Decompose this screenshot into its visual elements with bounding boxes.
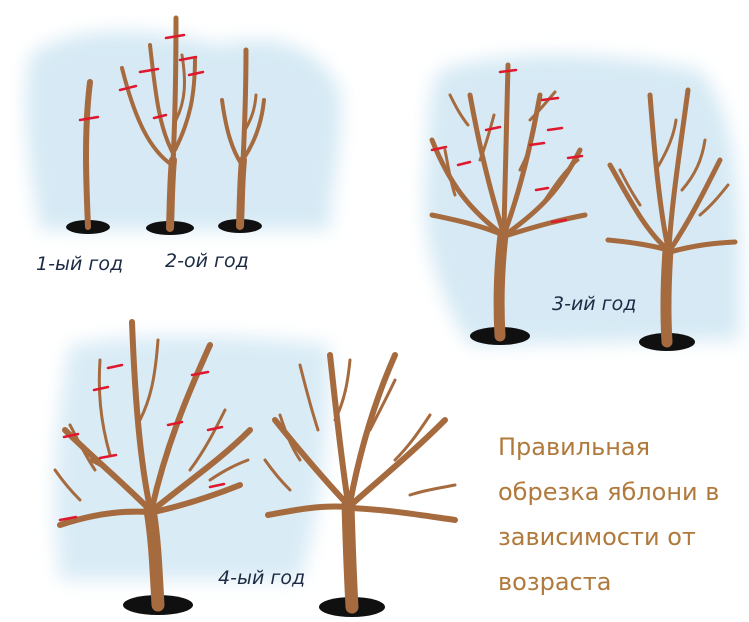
caption-line-2: обрезка яблони в <box>498 470 748 515</box>
label-year2: 2-ой год <box>165 250 249 272</box>
caption-title: Правильная обрезка яблони в зависимости … <box>498 425 748 605</box>
caption-line-4: возраста <box>498 560 748 605</box>
caption-line-3: зависимости от <box>498 515 748 560</box>
label-year1: 1-ый год <box>36 253 123 275</box>
caption-line-1: Правильная <box>498 425 748 470</box>
label-year3: 3-ий год <box>552 293 636 315</box>
label-year4: 4-ый год <box>218 567 305 589</box>
